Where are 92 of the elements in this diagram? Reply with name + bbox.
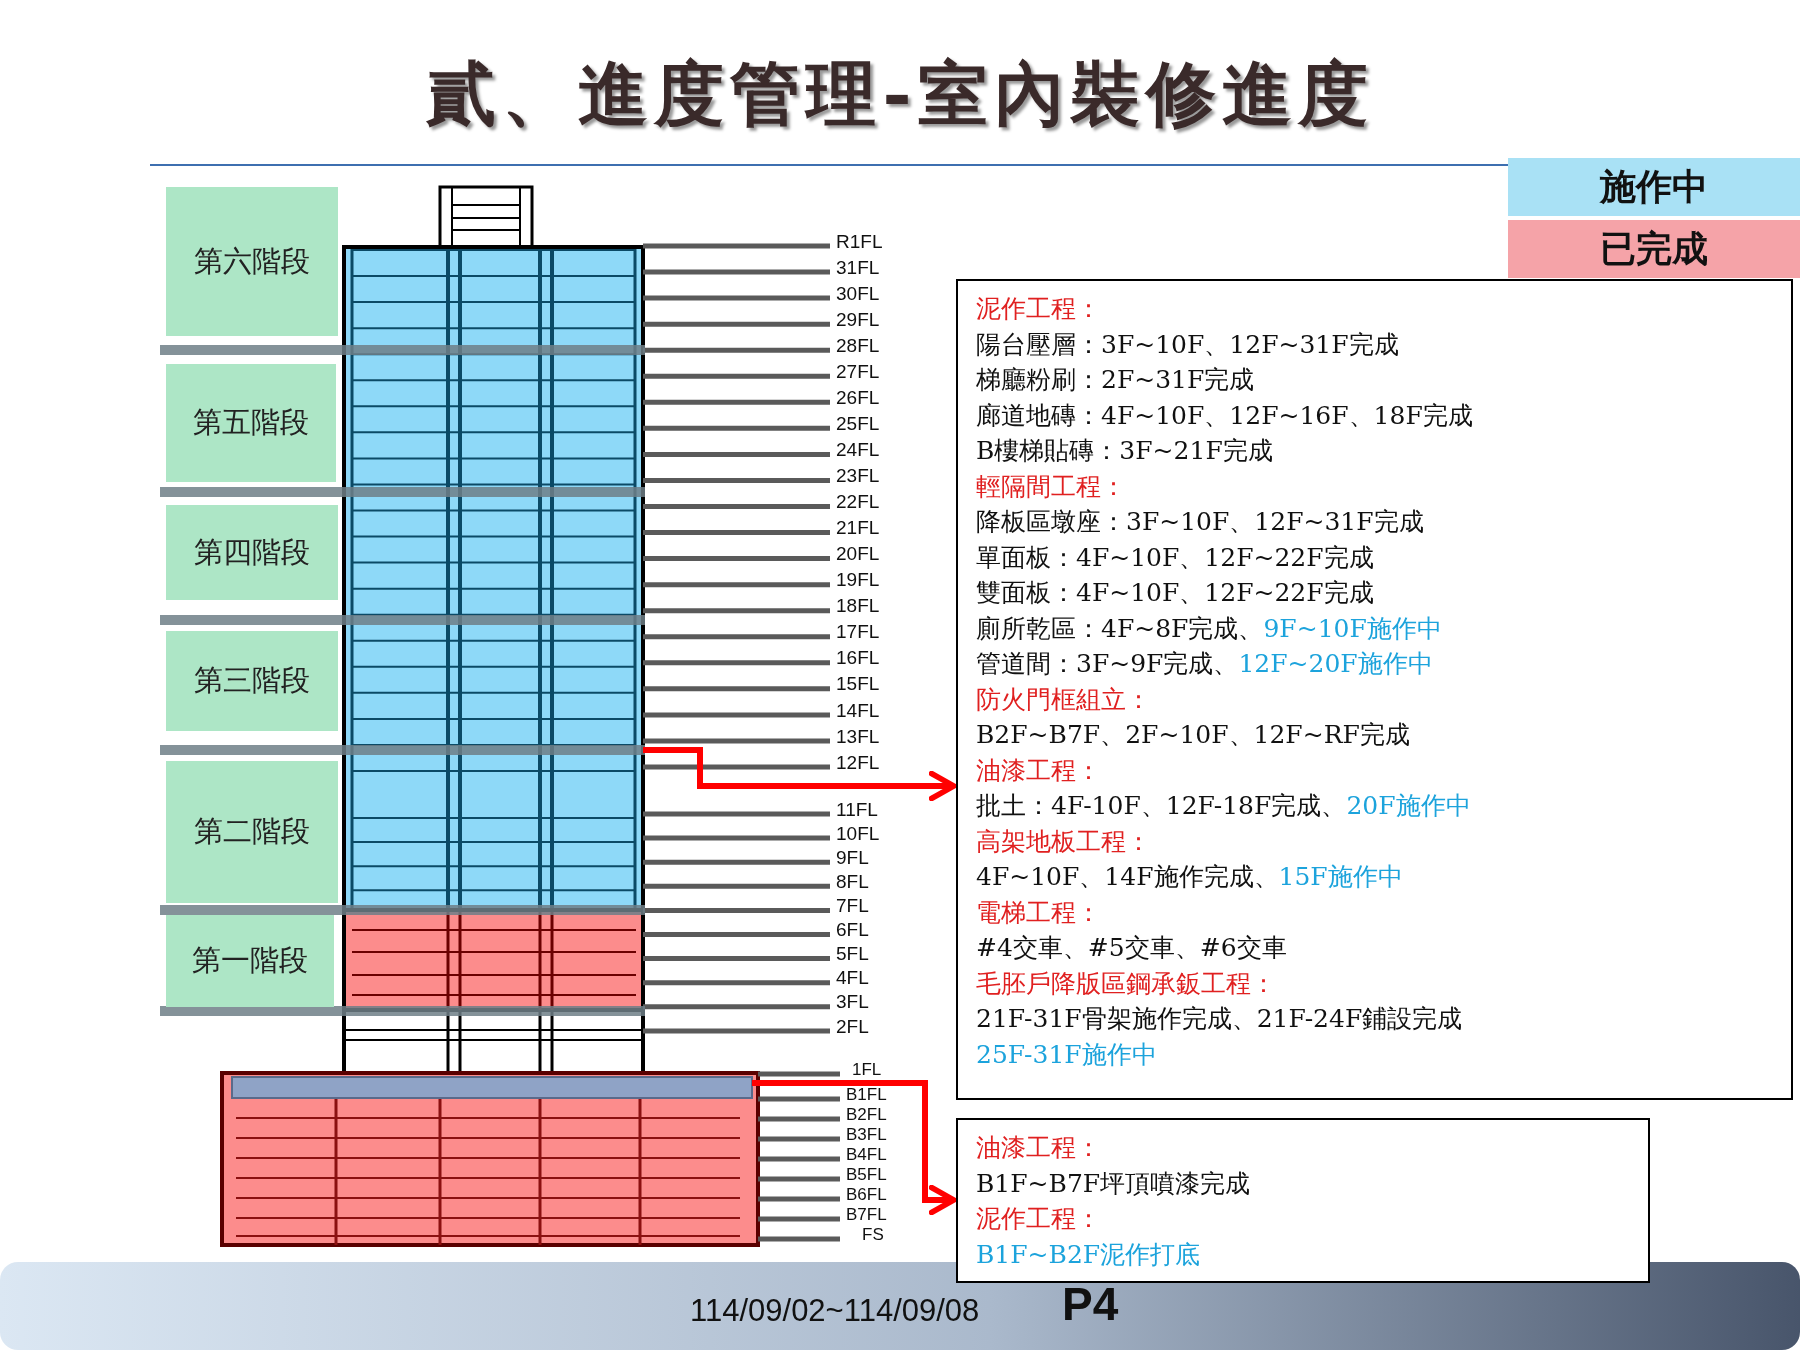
work-item-heading: 毛胚戶降版區鋼承鈑工程： — [976, 968, 1276, 998]
in-progress-text: B1F~B2F泥作打底 — [976, 1239, 1201, 1269]
floor-label: 18FL — [836, 595, 880, 618]
stage-box — [166, 915, 334, 1007]
stage-label: 第五階段 — [193, 404, 309, 441]
progress-text: B1F~B7F坪頂噴漆完成 — [976, 1168, 1251, 1198]
floor-label: B7FL — [846, 1204, 887, 1225]
in-progress-text: 25F-31F施作中 — [976, 1039, 1157, 1069]
floor-label: 16FL — [836, 647, 880, 670]
floor-label: 13FL — [836, 725, 880, 748]
floor-label: 14FL — [836, 699, 880, 722]
floor-label: B2FL — [846, 1104, 887, 1125]
floor-label: 4FL — [836, 967, 869, 990]
floor-label: 9FL — [836, 846, 869, 869]
progress-text: 降板區墩座：3F~10F、12F~31F完成 — [976, 507, 1424, 536]
arrow — [752, 1080, 957, 1216]
legend-label: 施作中 — [1600, 163, 1708, 209]
floor-label: 20FL — [836, 543, 880, 566]
progress-text: #4交車、#5交車、#6交車 — [976, 933, 1287, 962]
floor-label: 29FL — [836, 308, 880, 331]
floor-label: 21FL — [836, 517, 880, 539]
basement-b1-block — [231, 1076, 753, 1099]
floor-label: 27FL — [836, 360, 880, 383]
work-item-heading: 泥作工程： — [976, 1204, 1101, 1233]
work-item-heading: 電梯工程： — [976, 897, 1101, 927]
floor-label: 8FL — [836, 870, 869, 893]
in-progress-text: 9F~10F施作中 — [1263, 613, 1442, 643]
floor-label: B6FL — [846, 1184, 887, 1205]
floor-label: 24FL — [836, 439, 880, 461]
floor-label: 11FL — [836, 798, 878, 821]
floor-label: B1FL — [846, 1084, 887, 1105]
floor-label: 19FL — [836, 569, 880, 592]
progress-text: 梯廳粉刷：2F~31F完成 — [976, 365, 1255, 394]
stage-label: 第一階段 — [192, 942, 308, 979]
floor-label: 6FL — [836, 919, 869, 941]
work-item-heading: 輕隔間工程： — [976, 471, 1126, 501]
stage-label: 第四階段 — [194, 533, 310, 571]
floor-label: 26FL — [836, 386, 880, 409]
floor-label: 10FL — [836, 822, 880, 845]
in-progress-text: 12F~20F施作中 — [1238, 649, 1433, 678]
floor-label: 30FL — [836, 282, 880, 305]
floor-label: 1FL — [852, 1059, 882, 1080]
date-range-text: 114/09/02~114/09/08 — [690, 1293, 980, 1330]
floor-label: 2FL — [836, 1015, 869, 1038]
floor-label: 3FL — [836, 991, 869, 1014]
progress-text: 21F-31F骨架施作完成、21F-24F鋪設完成 — [976, 1004, 1463, 1033]
floor-label: 5FL — [836, 943, 869, 966]
floor-label: FS — [862, 1224, 884, 1245]
progress-text: 陽台壓層：3F~10F、12F~31F完成 — [976, 329, 1399, 359]
stage-box — [166, 631, 338, 731]
progress-text: 雙面板：4F~10F、12F~22F完成 — [976, 578, 1374, 607]
progress-text: B2F~B7F、2F~10F、12F~RF完成 — [976, 720, 1410, 749]
progress-text: 批土：4F-10F、12F-18F完成、 — [976, 791, 1347, 820]
floor-label: 7FL — [836, 895, 869, 917]
stage-label: 第六階段 — [194, 242, 310, 280]
floor-label: 23FL — [836, 465, 880, 487]
work-item-heading: 泥作工程： — [976, 294, 1101, 323]
work-item-heading: 油漆工程： — [976, 755, 1101, 785]
in-progress-text: 15F施作中 — [1278, 862, 1403, 891]
work-item-heading: 防火門框組立： — [976, 684, 1151, 714]
floor-label: R1FL — [836, 230, 883, 253]
stage-label: 第三階段 — [194, 662, 310, 699]
stage-label: 第二階段 — [194, 813, 310, 850]
floor-label: 31FL — [836, 256, 880, 279]
page-title: 貳、進度管理-室內裝修進度 — [425, 51, 1375, 137]
progress-text: 廁所乾區：4F~8F完成、 — [976, 613, 1264, 643]
floor-label: 17FL — [836, 621, 880, 644]
floor-label: 25FL — [836, 412, 880, 435]
work-item-heading: 高架地板工程： — [976, 826, 1151, 856]
floor-label: B4FL — [846, 1144, 887, 1165]
arrow — [643, 747, 957, 802]
stage-box — [166, 761, 338, 903]
progress-notes-box — [956, 1118, 1650, 1283]
progress-text: 廊道地磚：4F~10F、12F~16F、18F完成 — [976, 400, 1473, 430]
floor-label: 12FL — [836, 751, 880, 774]
floor-label: B3FL — [846, 1124, 887, 1145]
floor-label: 22FL — [836, 491, 880, 513]
stage-box — [166, 187, 338, 336]
stage-box — [166, 364, 336, 482]
stage-box — [166, 505, 338, 600]
floor-label: 15FL — [836, 673, 880, 696]
floor-label: 28FL — [836, 334, 880, 357]
page-number: P4 — [1062, 1278, 1119, 1332]
legend-label: 已完成 — [1600, 225, 1708, 271]
progress-notes-box — [956, 279, 1793, 1100]
work-item-heading: 油漆工程： — [976, 1133, 1101, 1162]
progress-text: 單面板：4F~10F、12F~22F完成 — [976, 542, 1374, 572]
progress-text: 管道間：3F~9F完成、 — [976, 649, 1239, 678]
floor-label: B5FL — [846, 1164, 887, 1185]
progress-text: B樓梯貼磚：3F~21F完成 — [976, 436, 1273, 465]
progress-text: 4F~10F、14F施作完成、 — [976, 862, 1279, 891]
in-progress-text: 20F施作中 — [1346, 791, 1471, 820]
